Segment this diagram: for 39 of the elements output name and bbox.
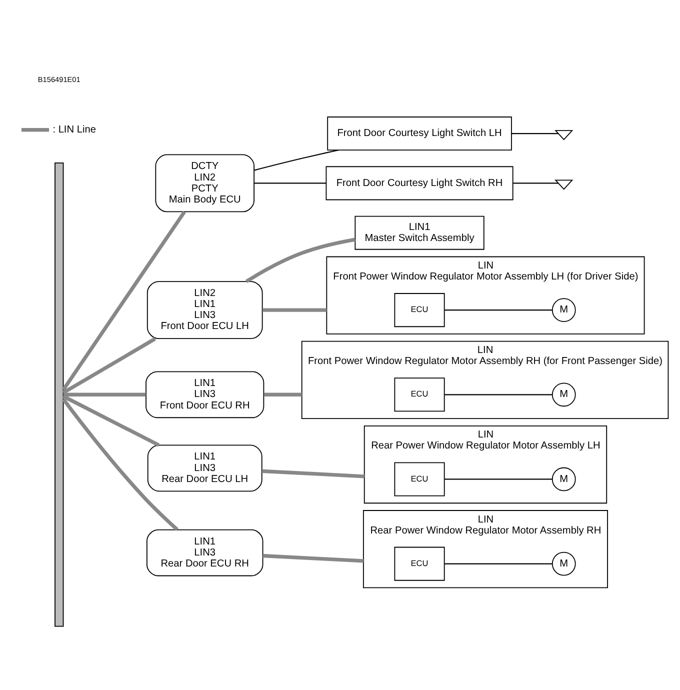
node-box: DCTY LIN2 PCTY Main Body ECU — [155, 154, 254, 212]
connector — [444, 478, 552, 480]
node-circle: M — [552, 382, 576, 407]
connector — [262, 469, 364, 478]
node-box: ECU — [394, 293, 445, 328]
node-circle: M — [552, 552, 576, 576]
node-circle: M — [552, 298, 576, 322]
connector — [62, 337, 156, 394]
connector — [62, 394, 160, 447]
node-box: LIN1 LIN3 Rear Door ECU LH — [147, 444, 262, 492]
node-box: ECU — [394, 378, 445, 412]
node-ground — [554, 130, 574, 140]
connector — [62, 210, 186, 391]
node-box: ECU — [394, 546, 445, 581]
connector — [254, 150, 339, 171]
connector — [62, 398, 178, 531]
node-bar — [54, 162, 64, 627]
node-box: LIN2 LIN1 LIN3 Front Door ECU LH — [146, 281, 263, 340]
connector — [513, 182, 558, 184]
connector — [512, 133, 558, 134]
legend-label: : LIN Line — [52, 124, 96, 136]
node-box: ECU — [394, 462, 445, 496]
connector — [444, 563, 552, 564]
connector — [262, 554, 364, 563]
node-ground — [554, 180, 574, 190]
node-box: LIN1 Master Switch Assembly — [354, 216, 484, 250]
connector — [444, 310, 552, 311]
node-circle: M — [552, 467, 576, 492]
connector — [264, 392, 302, 396]
node-box: Front Door Courtesy Light Switch LH — [327, 116, 512, 151]
connector — [254, 182, 326, 184]
node-box: LIN1 LIN3 Front Door ECU RH — [146, 371, 264, 418]
label: B156491E01 — [38, 74, 80, 84]
connector — [63, 392, 146, 396]
node-box: LIN1 LIN3 Rear Door ECU RH — [146, 529, 264, 576]
connector — [444, 394, 552, 396]
connector — [245, 238, 356, 284]
node-box: Front Door Courtesy Light Switch RH — [326, 166, 514, 200]
connector — [262, 308, 327, 312]
